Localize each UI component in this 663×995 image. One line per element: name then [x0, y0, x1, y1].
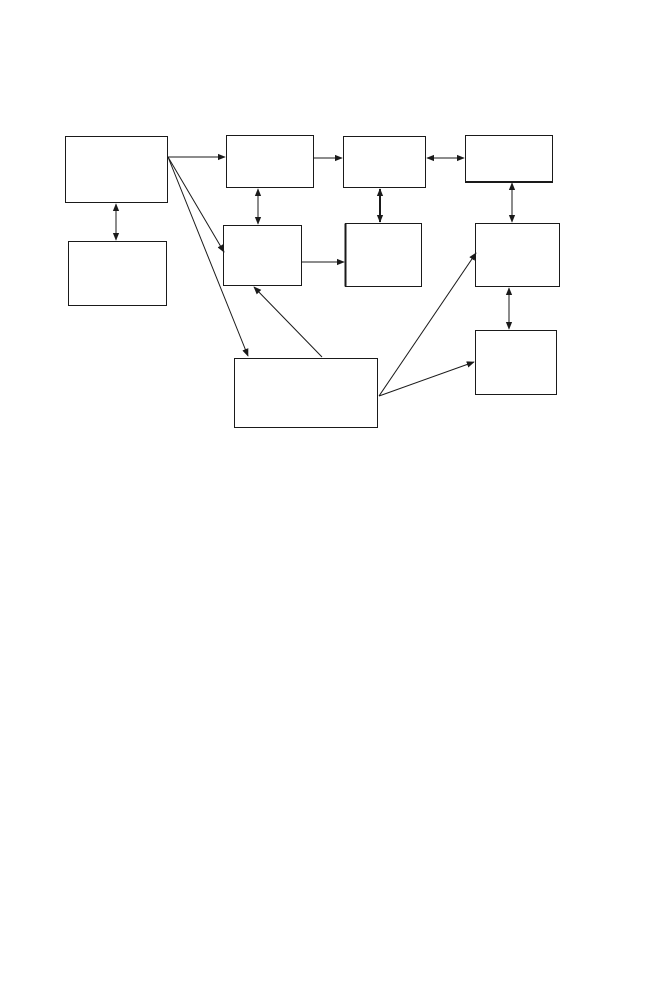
edge-k-h — [378, 252, 477, 397]
node-b — [68, 241, 167, 306]
diagram-edges — [112, 153, 516, 397]
edge-k-i — [378, 361, 475, 397]
edge-a-f — [167, 156, 225, 253]
node-g — [344, 223, 422, 287]
edge-a-k — [167, 156, 249, 357]
node-c — [226, 135, 314, 188]
node-h — [475, 223, 560, 287]
node-f — [223, 225, 302, 286]
node-e — [465, 135, 553, 183]
node-k — [234, 358, 378, 428]
node-d — [343, 136, 426, 188]
edge-k-f — [253, 286, 323, 358]
node-i — [475, 330, 557, 395]
diagram-nodes — [65, 135, 560, 428]
node-a — [65, 136, 168, 203]
